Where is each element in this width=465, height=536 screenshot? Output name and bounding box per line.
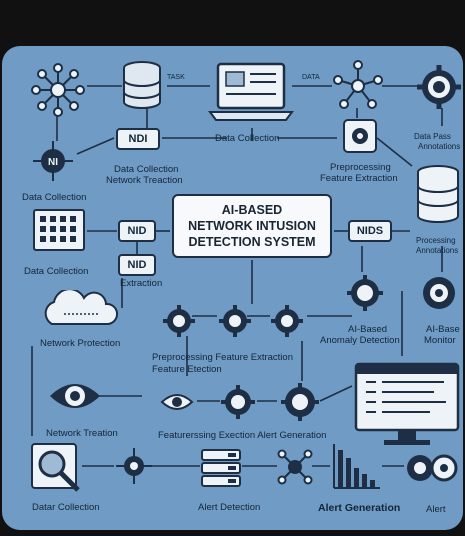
gear-icon — [219, 305, 251, 337]
label-network-protection: Network Protection — [40, 338, 121, 349]
label-ai-base: AI-Base — [426, 324, 460, 335]
system-title-box: AI-BASED NETWORK INTUSION DETECTION SYST… — [172, 194, 332, 258]
cloud-icon — [44, 290, 118, 325]
network-node-icon — [333, 60, 383, 109]
label-data-collection-mid: Data Collection — [24, 266, 89, 277]
database-icon — [417, 165, 459, 223]
label-processing: Processing — [416, 236, 456, 245]
database-icon — [123, 61, 161, 109]
label-monitor: Monitor — [424, 335, 456, 346]
server-icon — [201, 449, 241, 487]
label-feature-etection: Feature Etection — [152, 364, 222, 375]
label-anomaly-detection: Anomaly Detection — [320, 335, 400, 346]
gear-icon — [221, 385, 255, 419]
label-featurerssing: Featurerssing Exection Alert Generation — [158, 430, 327, 441]
gear-icon — [347, 275, 383, 311]
label-network-treaction: Network Treaction — [106, 175, 183, 186]
label-extraction: Extraction — [120, 278, 163, 289]
monitor-icon — [354, 362, 460, 445]
gear-icon — [281, 383, 319, 421]
label-data-collection-left: Data Collection — [22, 192, 87, 203]
connector-layer — [31, 85, 443, 467]
gear-icon — [407, 454, 458, 482]
diagram-panel: TASK DATA — [2, 46, 463, 530]
gear-icon — [417, 65, 461, 109]
label-data-collection-top: Data Collection — [215, 133, 280, 144]
label-alert-generation: Alert Generation — [318, 502, 401, 514]
magnifier-icon — [31, 443, 80, 492]
title-line-1: AI-BASED — [221, 203, 283, 217]
tag-task: TASK — [167, 74, 185, 81]
laptop-icon — [208, 62, 294, 121]
gear-icon — [423, 277, 455, 309]
nids-box: NIDS — [348, 220, 392, 242]
tag-data: DATA — [302, 74, 320, 81]
gear-icon — [271, 305, 303, 337]
label-alert: Alert — [426, 504, 446, 515]
eye-icon — [50, 384, 100, 408]
label-network-treation: Network Treation — [46, 428, 118, 439]
label-alert-detection: Alert Detection — [198, 502, 261, 513]
network-node-icon: NI — [33, 141, 73, 181]
eye-icon — [160, 394, 194, 410]
title-line-2: NETWORK INTUSION — [188, 219, 316, 233]
network-node-icon — [277, 449, 313, 485]
label-data-collection: Data Collection — [114, 164, 179, 175]
label-annotations-2: Annotations — [416, 246, 459, 255]
title-line-3: DETECTION SYSTEM — [188, 235, 316, 249]
label-annotations: Annotations — [418, 142, 461, 151]
network-node-icon — [31, 63, 85, 117]
label-preprocessing-feature-extraction: Preprocessing Feature Extraction — [152, 352, 293, 363]
label-feature-extraction: Feature Extraction — [320, 173, 398, 184]
bar-chart-icon — [333, 444, 380, 489]
label-preprocessing: Preprocessing — [330, 162, 391, 173]
network-node-icon — [116, 448, 152, 484]
nid-box-2: NID — [118, 254, 156, 276]
gear-icon — [343, 119, 377, 153]
dashboard-icon — [33, 209, 85, 251]
nid-box: NID — [118, 220, 156, 242]
label-data-pass: Data Pass — [414, 132, 451, 141]
label-datar-collection: Datar Collection — [32, 502, 100, 513]
label-ai-based: AI-Based — [348, 324, 388, 335]
gear-icon — [163, 305, 195, 337]
ndi-box: NDI — [116, 128, 160, 150]
svg-text:NI: NI — [48, 157, 58, 168]
